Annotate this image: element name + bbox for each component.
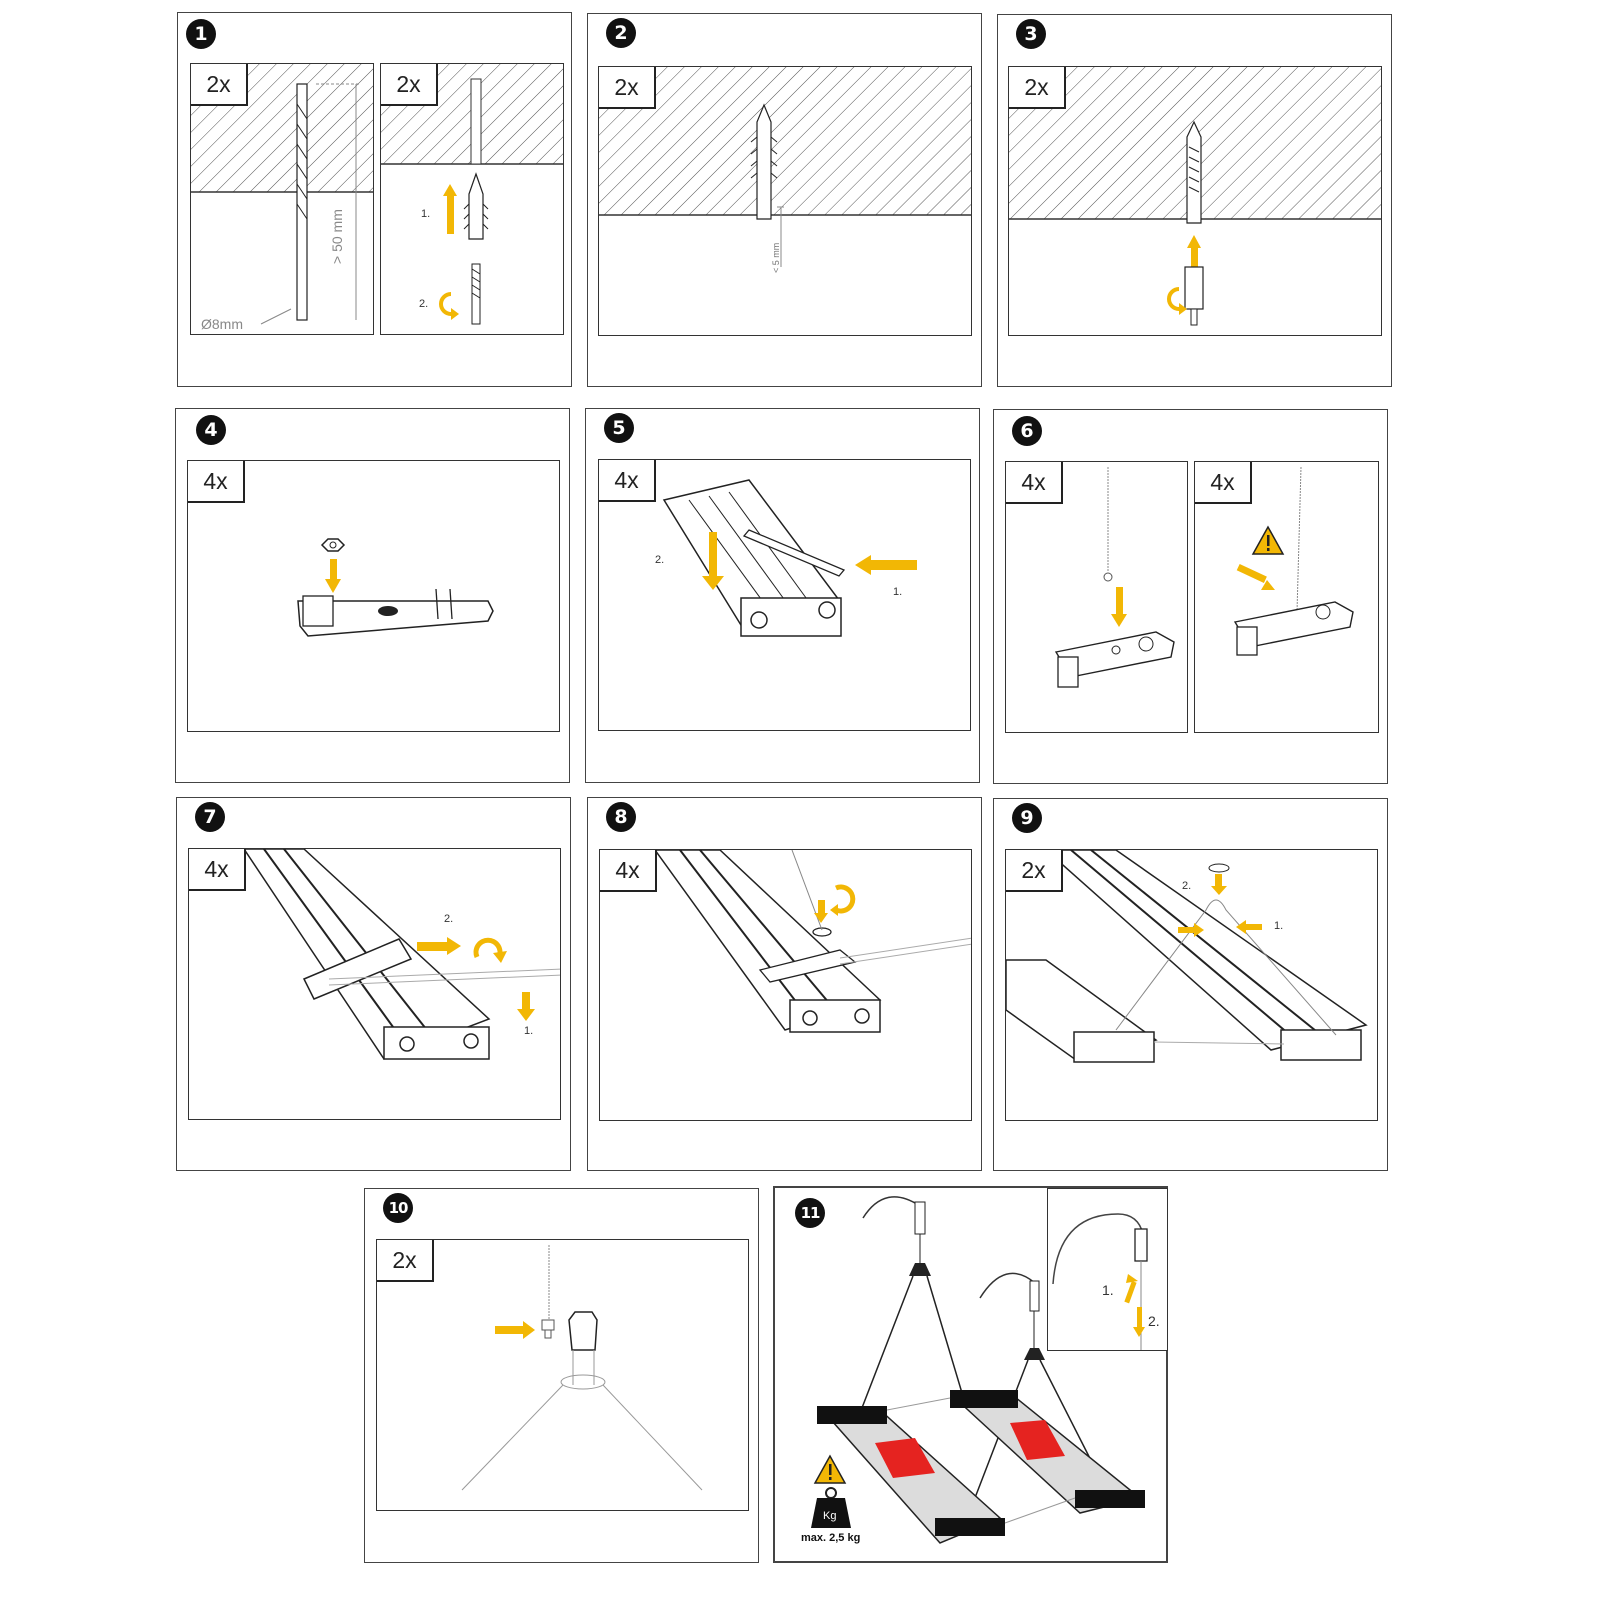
step-3-panel: 3 2x xyxy=(997,14,1392,387)
step-10-frame: 2x xyxy=(376,1239,749,1511)
nut-bracket-illustration xyxy=(297,538,494,637)
step-8-panel: 8 4x xyxy=(587,797,982,1171)
cable-screw-tighten-illustration xyxy=(654,850,971,1033)
step-1-anchor-frame: 2x 1. 2. xyxy=(380,63,564,335)
step-10-quantity: 2x xyxy=(377,1240,434,1282)
weight-icon xyxy=(811,1487,851,1528)
step-2-gap-label: < 5 mm xyxy=(771,242,781,273)
step-7-sub2-label: 2. xyxy=(444,913,454,925)
step-7-quantity: 4x xyxy=(189,849,246,891)
step-1-drill-frame: 2x Ø8mm > 50 mm xyxy=(190,63,374,335)
step-11-panel: 11 1. 2. xyxy=(773,1186,1168,1563)
step-11-weight-unit: Kg xyxy=(823,1510,837,1522)
step-2-frame: 2x < 5 mm xyxy=(598,66,972,336)
cable-through-bracket-illustration xyxy=(1054,467,1175,688)
step-10-panel: 10 2x xyxy=(364,1188,759,1563)
step-11-max-load-label: max. 2,5 kg xyxy=(801,1532,861,1544)
step-4-frame: 4x xyxy=(187,460,560,732)
wall-plug-screw-illustration xyxy=(381,64,563,325)
step-1-sub1-label: 1. xyxy=(421,208,431,220)
step-3-frame: 2x xyxy=(1008,66,1382,336)
step-7-number: 7 xyxy=(195,802,225,832)
step-3-quantity: 2x xyxy=(1009,67,1066,109)
step-9-frame: 2x 2. 1. xyxy=(1005,849,1378,1121)
cable-connector-illustration xyxy=(461,1245,703,1491)
step-11-detail-frame: 1. 2. xyxy=(1047,1188,1168,1351)
step-5-sub2-label: 2. xyxy=(655,554,665,566)
step-6-number: 6 xyxy=(1012,416,1042,446)
step-11-sub1-label: 1. xyxy=(1102,1282,1114,1298)
step-7-panel: 7 4x 2. 1. xyxy=(176,797,571,1171)
step-6-panel: 6 4x 4x xyxy=(993,409,1388,784)
step-11-sub2-label: 2. xyxy=(1148,1313,1160,1329)
step-1-diameter-label: Ø8mm xyxy=(201,316,243,332)
step-2-panel: 2 2x < 5 mm xyxy=(587,13,982,387)
step-9-sub2-label: 2. xyxy=(1182,880,1192,892)
step-8-number: 8 xyxy=(606,802,636,832)
step-9-number: 9 xyxy=(1012,803,1042,833)
step-11-number: 11 xyxy=(795,1198,825,1228)
step-8-quantity: 4x xyxy=(600,850,657,892)
hanging-lights-assembly-illustration xyxy=(811,1196,1145,1544)
step-5-frame: 4x 2. 1. xyxy=(598,459,971,731)
step-10-number: 10 xyxy=(383,1193,413,1223)
cable-loop-join-illustration xyxy=(1006,850,1368,1063)
step-2-number: 2 xyxy=(606,18,636,48)
step-4-quantity: 4x xyxy=(188,461,245,503)
step-8-frame: 4x xyxy=(599,849,972,1121)
step-5-number: 5 xyxy=(604,413,634,443)
step-1-quantity-b: 2x xyxy=(381,64,438,106)
cable-threaded-warning-illustration xyxy=(1233,466,1354,656)
step-1-quantity-a: 2x xyxy=(191,64,248,106)
hook-screw-in-illustration xyxy=(1009,67,1381,326)
step-1-number: 1 xyxy=(186,19,216,49)
step-4-number: 4 xyxy=(196,415,226,445)
step-6-frame-a: 4x xyxy=(1005,461,1188,733)
step-1-panel: 1 2x Ø8mm > 50 mm 2x xyxy=(177,12,572,387)
step-9-quantity: 2x xyxy=(1006,850,1063,892)
hook-release-detail-illustration xyxy=(1052,1213,1148,1350)
step-5-quantity: 4x xyxy=(599,460,656,502)
step-7-sub1-label: 1. xyxy=(524,1025,534,1037)
step-1-depth-label: > 50 mm xyxy=(329,209,345,264)
step-4-panel: 4 4x xyxy=(175,408,570,783)
step-5-sub1-label: 1. xyxy=(893,586,903,598)
step-3-number: 3 xyxy=(1016,19,1046,49)
bracket-lock-illustration xyxy=(243,849,560,1060)
step-5-panel: 5 4x 2. 1. xyxy=(585,408,980,783)
step-9-panel: 9 2x 2. 1. xyxy=(993,798,1388,1171)
step-7-frame: 4x 2. 1. xyxy=(188,848,561,1120)
step-6-quantity-a: 4x xyxy=(1006,462,1063,504)
step-2-quantity: 2x xyxy=(599,67,656,109)
plug-insert-illustration xyxy=(599,67,971,267)
step-6-quantity-b: 4x xyxy=(1195,462,1252,504)
step-9-sub1-label: 1. xyxy=(1274,920,1284,932)
bracket-slide-on-rail-illustration xyxy=(662,479,917,637)
step-1-sub2-label: 2. xyxy=(419,298,429,310)
step-6-frame-b: 4x xyxy=(1194,461,1379,733)
